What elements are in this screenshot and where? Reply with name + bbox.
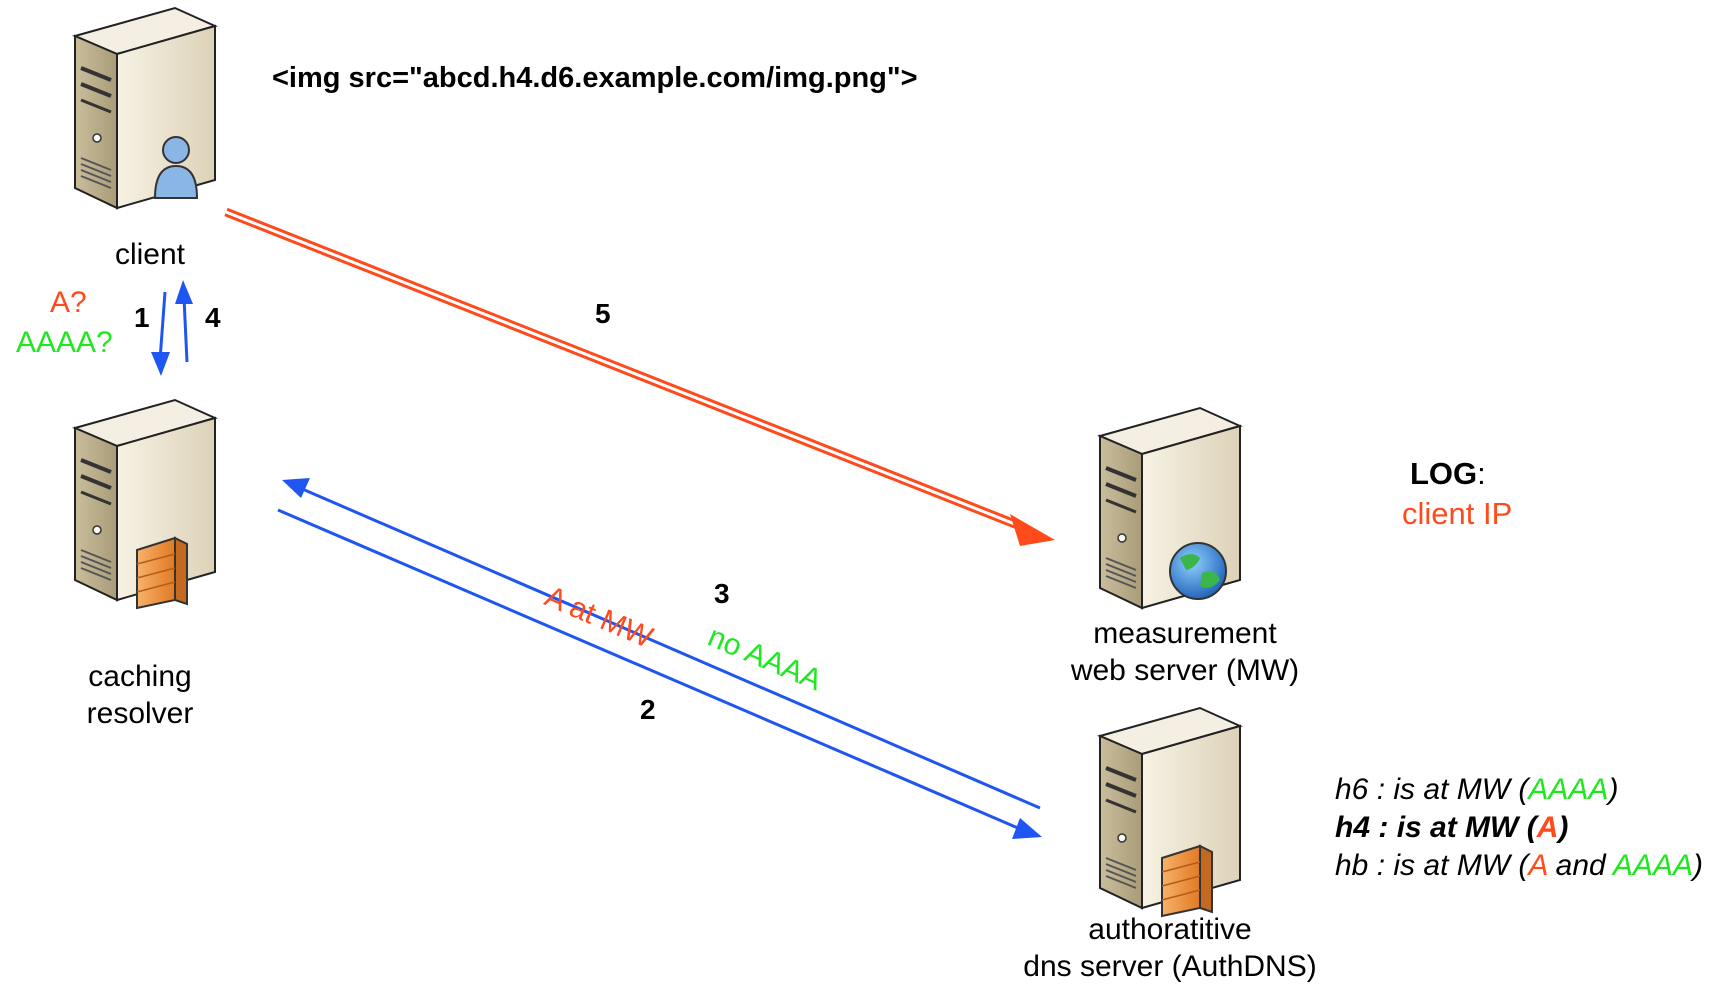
client-label: client (90, 236, 210, 273)
web-server-label-line1: measurement (1093, 617, 1277, 650)
arrow-5-http (224, 207, 1055, 546)
host-name: h4 : (1335, 811, 1389, 844)
firewall-icon (1161, 844, 1213, 918)
resolver-label-line1: caching (88, 660, 192, 693)
step-3-label: 3 (714, 578, 730, 609)
host-name: hb : (1335, 849, 1386, 882)
auth-server-icon (1098, 706, 1242, 918)
resolver-server-icon (73, 398, 217, 610)
step-2-label: 2 (640, 694, 656, 725)
host-text: is at MW ( (1393, 849, 1529, 882)
host-list: h6 : is at MW (AAAA) h4 : is at MW (A) h… (1335, 771, 1703, 885)
user-icon (153, 136, 199, 199)
host-row-h6: h6 : is at MW (AAAA) (1335, 771, 1703, 809)
host-close: ) (1692, 849, 1703, 882)
auth-server-label-line1: authoratitive (1088, 913, 1252, 946)
step-5-label: 5 (595, 298, 611, 329)
step-1-label: 1 (134, 302, 150, 333)
img-tag-text: <img src="abcd.h4.d6.example.com/img.png… (272, 62, 918, 94)
log-title: LOG (1410, 456, 1478, 491)
host-name: h6 : (1335, 773, 1386, 806)
arrow-3-answer (282, 478, 1041, 810)
web-server-label: measurement web server (MW) (1025, 615, 1345, 689)
arrow-4-response (175, 280, 193, 363)
host-row-hb: hb : is at MW (A and AAAA) (1335, 847, 1703, 885)
host-row-h4: h4 : is at MW (A) (1335, 809, 1703, 847)
host-aaaa: AAAA (1528, 773, 1609, 806)
host-text: is at MW ( (1393, 773, 1529, 806)
log-colon: : (1477, 456, 1486, 491)
host-close: ) (1608, 773, 1619, 806)
firewall-icon (136, 536, 188, 610)
host-a: A (1536, 811, 1559, 844)
client-label-text: client (114, 238, 186, 271)
resolver-label: caching resolver (50, 658, 230, 732)
log-box: LOG: client IP (1402, 454, 1512, 534)
host-close: ) (1558, 811, 1569, 844)
client-server-icon (73, 6, 217, 210)
auth-server-label-line2: dns server (AuthDNS) (1023, 950, 1317, 983)
step-4-label: 4 (205, 302, 221, 333)
globe-icon (1169, 542, 1227, 600)
web-server-label-line2: web server (MW) (1070, 654, 1300, 687)
host-aaaa: AAAA (1612, 849, 1693, 882)
arrow-1-query (151, 291, 170, 376)
log-value: client IP (1402, 496, 1513, 531)
resolver-label-line2: resolver (86, 697, 194, 730)
arrow-2-query (277, 508, 1042, 839)
query-a: A? (50, 286, 87, 319)
host-and: and (1547, 849, 1613, 882)
query-aaaa: AAAA? (16, 326, 113, 359)
auth-server-label: authoratitive dns server (AuthDNS) (1000, 911, 1340, 985)
web-server-icon (1098, 406, 1242, 610)
host-text: is at MW ( (1396, 811, 1537, 844)
host-a: A (1528, 849, 1548, 882)
